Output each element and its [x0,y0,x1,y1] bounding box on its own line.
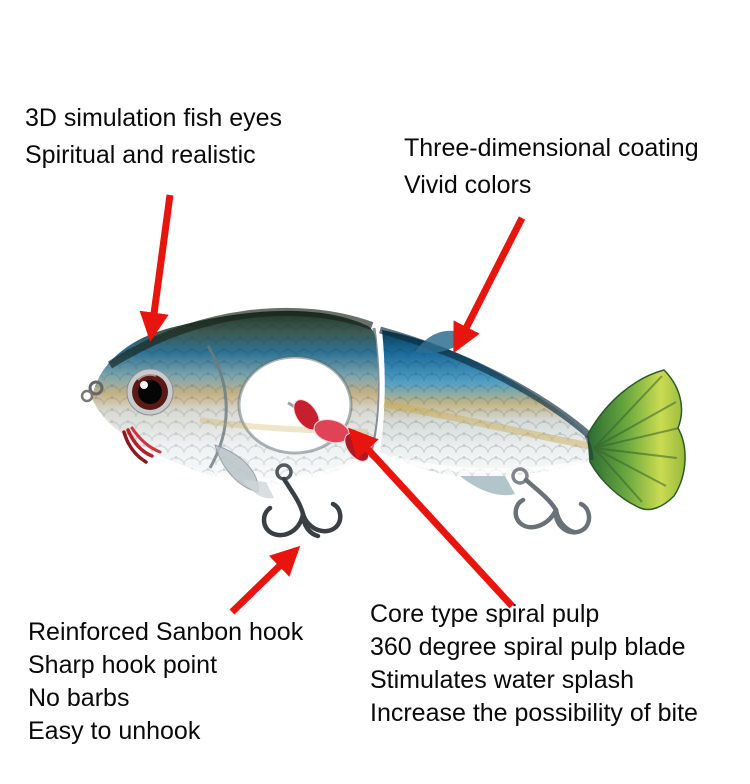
lure-front-body [92,307,378,499]
callout-coating: Three-dimensional coating Vivid colors [404,130,699,204]
arrow-to-spiral [348,427,515,609]
arrow-to-coating [452,216,526,354]
spiral-blade [287,399,377,462]
callout-spiral: Core type spiral pulp 360 degree spiral … [370,598,698,730]
body-joint-seam [368,327,380,457]
front-treble-hook [261,463,343,539]
callout-fish-eyes-line2: Spiritual and realistic [25,141,256,169]
dorsal-fin [415,330,468,354]
callout-spiral-line1: Core type spiral pulp [370,600,600,628]
callout-hook-line4: Easy to unhook [28,717,201,745]
callout-hook-line2: Sharp hook point [28,651,218,679]
anal-fin [460,476,515,496]
callout-coating-line1: Three-dimensional coating [404,134,699,162]
tail-joint-seam [584,435,594,461]
chin-feather [122,426,162,464]
lure-rear-body [379,326,594,478]
callout-fish-eyes: 3D simulation fish eyes Spiritual and re… [25,100,282,174]
callout-hook-line3: No barbs [28,684,130,712]
tail-fin [587,369,686,511]
callout-spiral-line3: Stimulates water splash [370,666,635,694]
arrow-to-eye [139,194,174,342]
callout-spiral-line4: Increase the possibility of bite [370,699,698,727]
callout-spiral-line2: 360 degree spiral pulp blade [370,633,686,661]
fish-eye [126,368,174,416]
arrow-to-hook [229,545,301,615]
callout-hook: Reinforced Sanbon hook Sharp hook point … [28,616,303,748]
callout-coating-line2: Vivid colors [404,171,532,199]
callout-hook-line1: Reinforced Sanbon hook [28,618,304,646]
rear-treble-hook [511,467,592,535]
callout-fish-eyes-line1: 3D simulation fish eyes [25,104,283,132]
nose-eyelet [80,380,104,403]
